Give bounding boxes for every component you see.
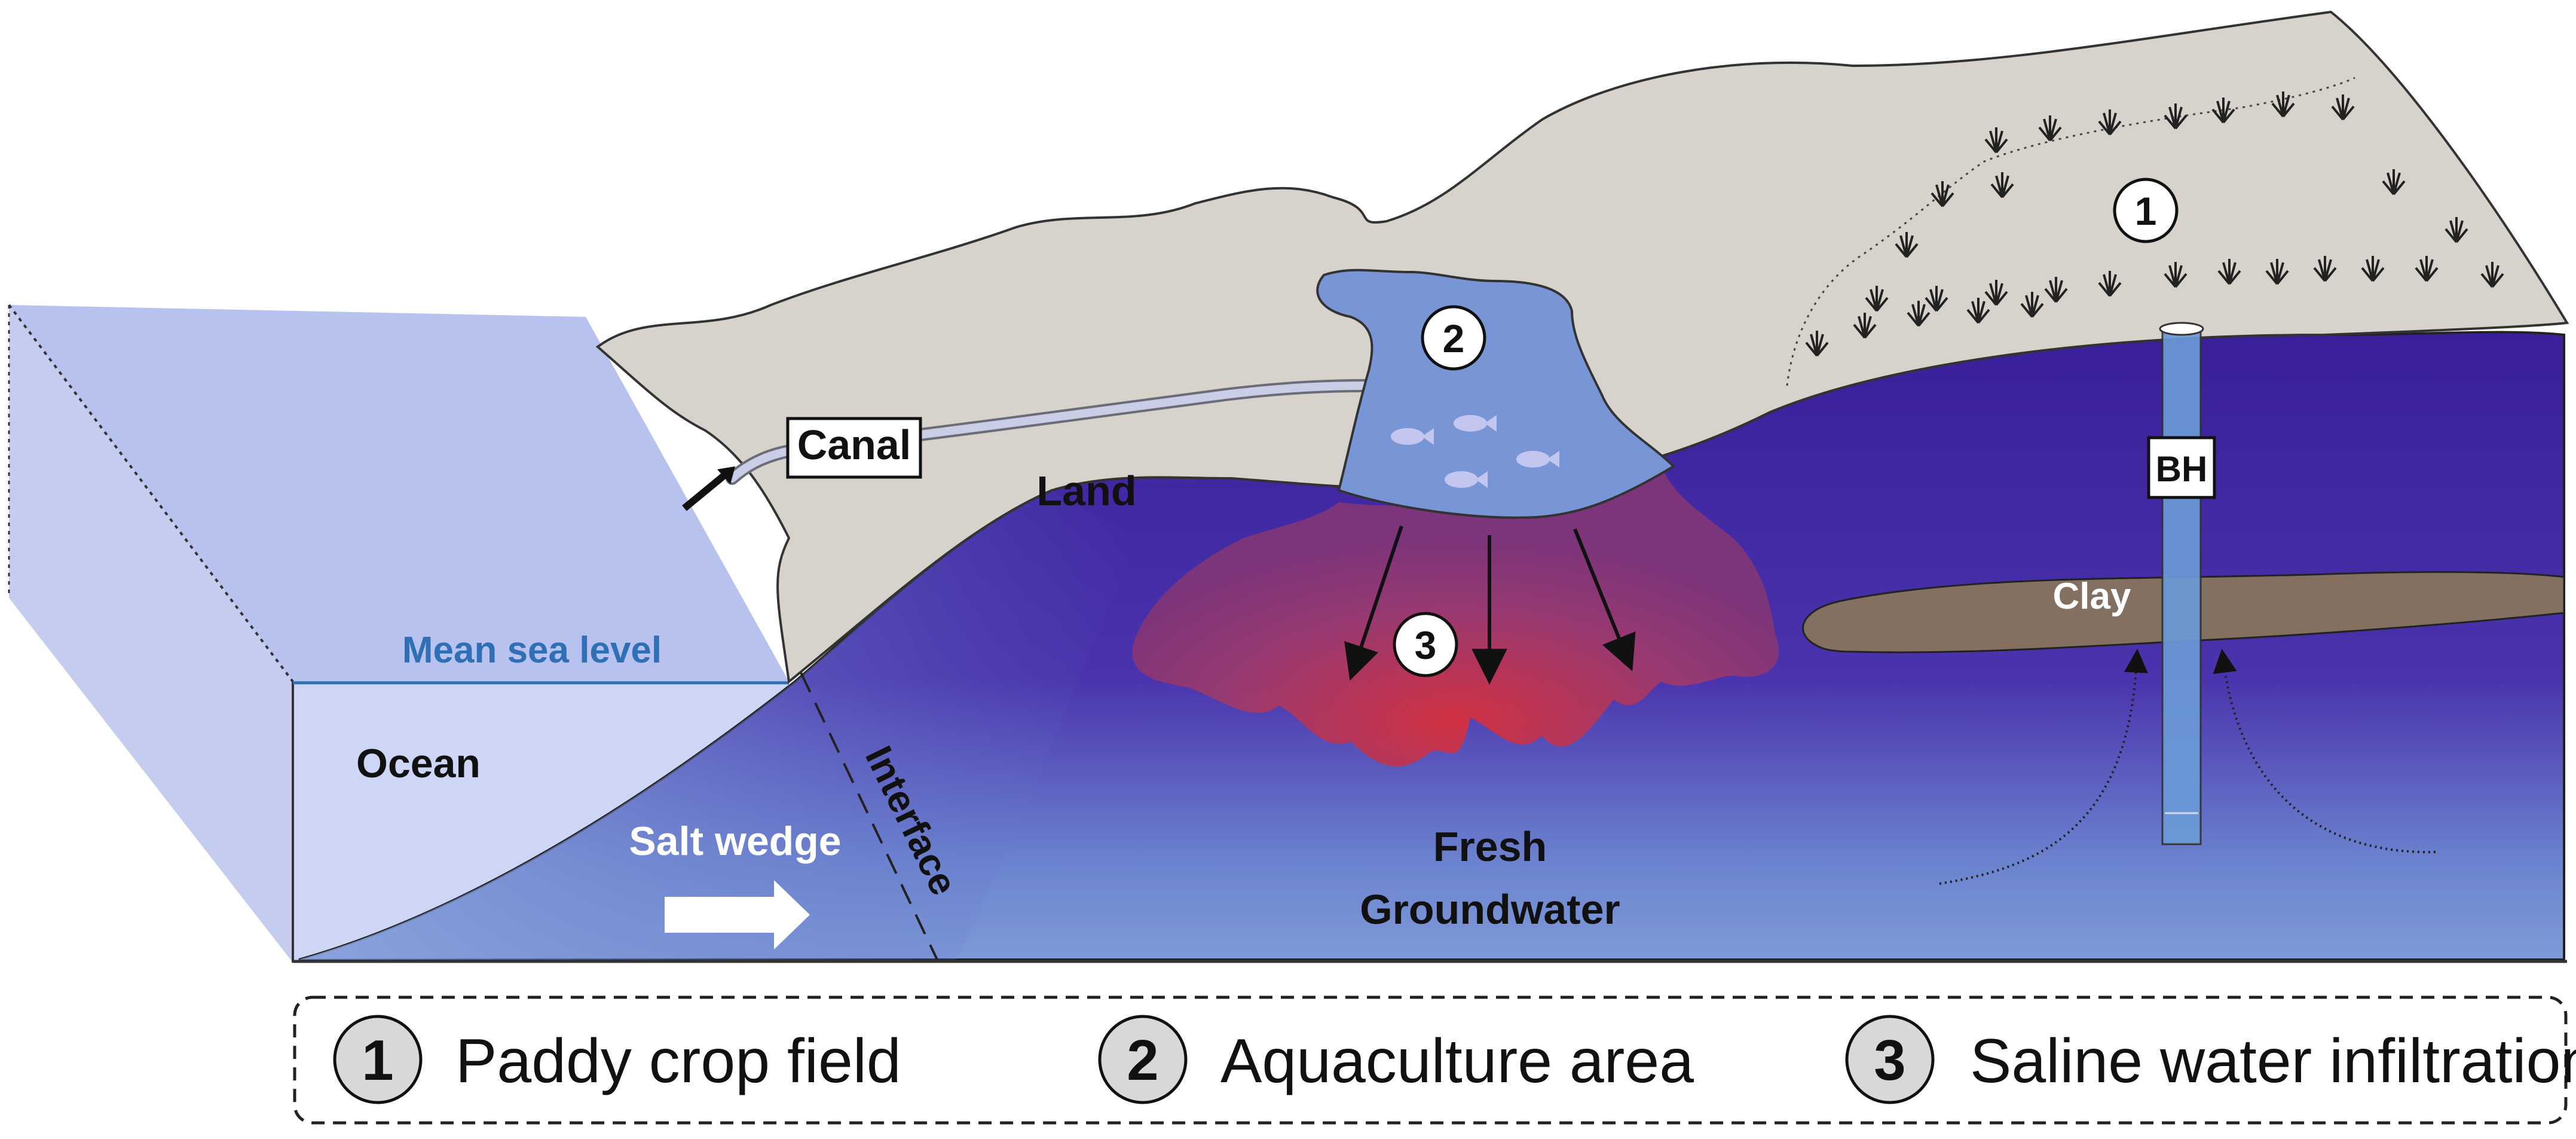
paddy-field-boundary (1786, 77, 2355, 386)
canal-arrow (682, 469, 730, 511)
paddy-plant-icon (2038, 115, 2062, 142)
marker-2-number: 2 (1443, 316, 1465, 361)
paddy-plant-icon (2480, 262, 2504, 288)
mean-sea-level-label: Mean sea level (402, 630, 662, 671)
paddy-plant-icon (2098, 109, 2122, 136)
borehole-casing (2161, 328, 2202, 845)
fresh-groundwater-label-line1: Fresh (1433, 823, 1547, 870)
paddy-plant-icon (1984, 127, 2008, 154)
fresh-groundwater-label-line2: Groundwater (1360, 886, 1620, 933)
marker-1-number: 1 (2135, 189, 2157, 233)
borehole-top (2159, 322, 2204, 336)
ocean-edge-dotted (8, 304, 294, 683)
legend-item-3: 3 Saline water infiltration (1845, 1015, 2576, 1104)
marker-1: 1 (2113, 178, 2179, 243)
legend-number: 1 (362, 1028, 393, 1092)
paddy-plant-icon (1984, 280, 2008, 306)
fish-icon (1445, 471, 1488, 488)
fish-group (1391, 415, 1559, 488)
paddy-plant-icon (1966, 298, 1990, 324)
paddy-plant-icon (1931, 181, 1954, 207)
canal-label: Canal (797, 422, 911, 468)
legend-item-1: 1 Paddy crop field (333, 1015, 901, 1104)
aquaculture-pond (1316, 268, 1676, 519)
fish-icon (1454, 415, 1497, 432)
land (595, 10, 2569, 684)
clay-label: Clay (2053, 576, 2131, 617)
salt-wedge-zone (299, 490, 1136, 960)
canal-label-box (786, 417, 922, 479)
paddy-plant-icon (1865, 286, 1889, 312)
marker-2-circle (1421, 305, 1486, 371)
marker-3-number: 3 (1415, 623, 1437, 667)
ocean-surface (9, 305, 789, 682)
marker-3-circle (1393, 612, 1458, 677)
legend: 1 Paddy crop field 2 Aquaculture area 3 … (293, 996, 2576, 1125)
paddy-plant-icon (2313, 256, 2337, 282)
paddy-plant-icon (2445, 217, 2468, 243)
paddy-plants (1805, 91, 2504, 357)
marker-2: 2 (1421, 305, 1486, 371)
paddy-plant-icon (1853, 313, 1877, 339)
paddy-plant-icon (2361, 256, 2385, 282)
salt-wedge-arrow (665, 880, 810, 949)
legend-number-circle (1845, 1015, 1935, 1104)
legend-item-2: 2 Aquaculture area (1098, 1015, 1694, 1104)
land-label: Land (1036, 468, 1136, 514)
canal-arrowhead (717, 466, 735, 484)
paddy-plant-icon (2271, 91, 2295, 118)
legend-number: 3 (1874, 1028, 1905, 1092)
paddy-plant-icon (1895, 232, 1919, 258)
legend-number-circle (1098, 1015, 1188, 1104)
paddy-plant-icon (1805, 331, 1829, 357)
infiltration-arrow (1573, 528, 1636, 671)
interface-line (800, 672, 938, 960)
paddy-plant-icon (2217, 259, 2241, 285)
legend-text: Paddy crop field (455, 1027, 901, 1096)
legend-box (293, 996, 2568, 1125)
salt-wedge-label: Salt wedge (629, 819, 841, 864)
paddy-plant-icon (2265, 259, 2289, 285)
infiltration-arrow (1344, 526, 1403, 681)
infiltration-arrows (1344, 526, 1636, 685)
paddy-plant-icon (2164, 103, 2188, 130)
fish-icon (1516, 451, 1559, 468)
paddy-plant-icon (1907, 301, 1931, 327)
paddy-plant-icon (1925, 286, 1948, 312)
paddy-plant-icon (2044, 277, 2068, 303)
marker-3: 3 (1393, 612, 1458, 677)
legend-number-circle (333, 1015, 423, 1104)
paddy-plant-icon (2382, 169, 2406, 196)
legend-text: Saline water infiltration (1970, 1027, 2576, 1096)
paddy-plant-icon (1990, 172, 2014, 199)
bh-label-box (2147, 436, 2216, 499)
paddy-plant-icon (2020, 292, 2044, 318)
bh-label: BH (2156, 449, 2208, 489)
legend-text: Aquaculture area (1220, 1027, 1694, 1096)
paddy-plant-icon (2164, 262, 2188, 288)
paddy-plant-icon (2211, 97, 2235, 124)
fish-icon (1391, 428, 1434, 445)
ocean-side-face (9, 305, 293, 963)
flow-arrow-left (1939, 649, 2148, 885)
ocean-label: Ocean (356, 741, 481, 786)
saline-plume (1132, 460, 1779, 767)
paddy-plant-icon (2331, 94, 2355, 121)
legend-number: 2 (1127, 1028, 1158, 1092)
marker-1-circle (2113, 178, 2179, 243)
paddy-plant-icon (2098, 271, 2122, 297)
paddy-plant-icon (2415, 256, 2439, 282)
borehole (2159, 322, 2204, 845)
